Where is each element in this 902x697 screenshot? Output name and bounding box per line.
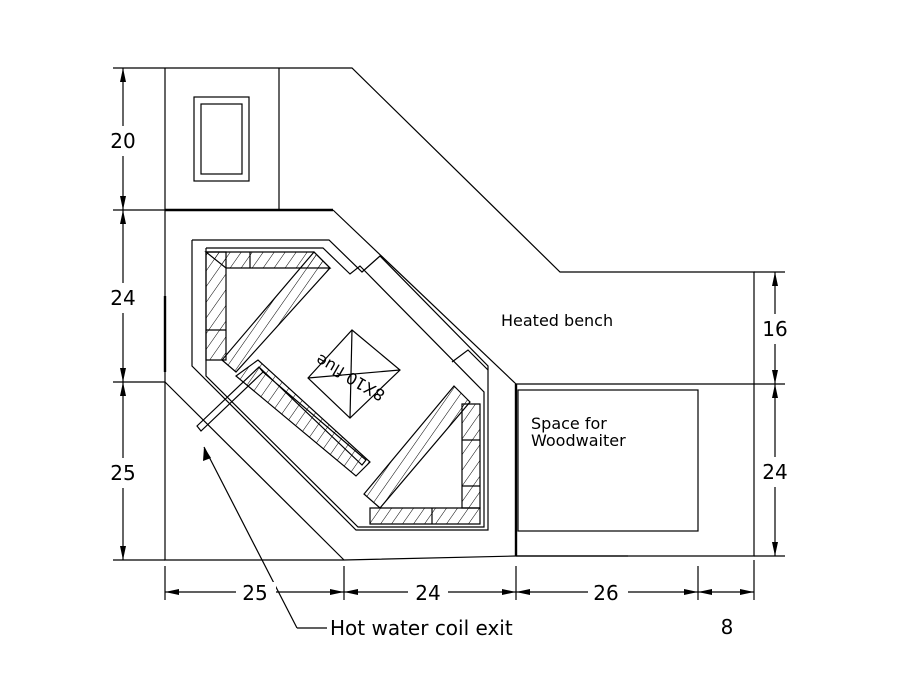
dim-right-top: 16 — [762, 317, 787, 341]
dim-bottom-1: 25 — [242, 581, 267, 605]
bottom-dimension-lines — [164, 560, 755, 604]
firebrick-lower-channel — [235, 359, 371, 477]
dim-right-bottom: 24 — [762, 460, 787, 484]
flue-box: 8X10 flue — [307, 329, 401, 419]
dim-bottom-3: 26 — [593, 581, 618, 605]
stove-core — [191, 239, 489, 531]
dim-bottom-4: 8 — [721, 615, 734, 639]
dim-left-bottom: 25 — [110, 461, 135, 485]
storage-niche — [193, 96, 250, 182]
woodwaiter-label-line1: Space for — [531, 414, 607, 433]
heated-bench-label: Heated bench — [501, 311, 613, 330]
right-dimension-lines — [754, 271, 792, 557]
firebrick-bottom-wall — [369, 507, 481, 525]
coil-exit-label: Hot water coil exit — [330, 616, 513, 640]
hot-water-coil — [196, 366, 367, 466]
firebrick-right-wall — [461, 403, 481, 509]
outer-outline — [163, 67, 755, 561]
woodwaiter-space — [517, 389, 699, 532]
firebrick-left-wall — [205, 251, 227, 361]
dim-left-top: 20 — [110, 129, 135, 153]
left-dimension-lines — [106, 67, 165, 561]
coil-exit-leader — [203, 446, 327, 629]
woodwaiter-label-line2: Woodwaiter — [531, 431, 626, 450]
dim-bottom-2: 24 — [415, 581, 440, 605]
firebrick-diagonal-wall — [221, 251, 331, 373]
dim-left-middle: 24 — [110, 286, 135, 310]
firebrick-diagonal-wall-lower — [363, 385, 471, 509]
